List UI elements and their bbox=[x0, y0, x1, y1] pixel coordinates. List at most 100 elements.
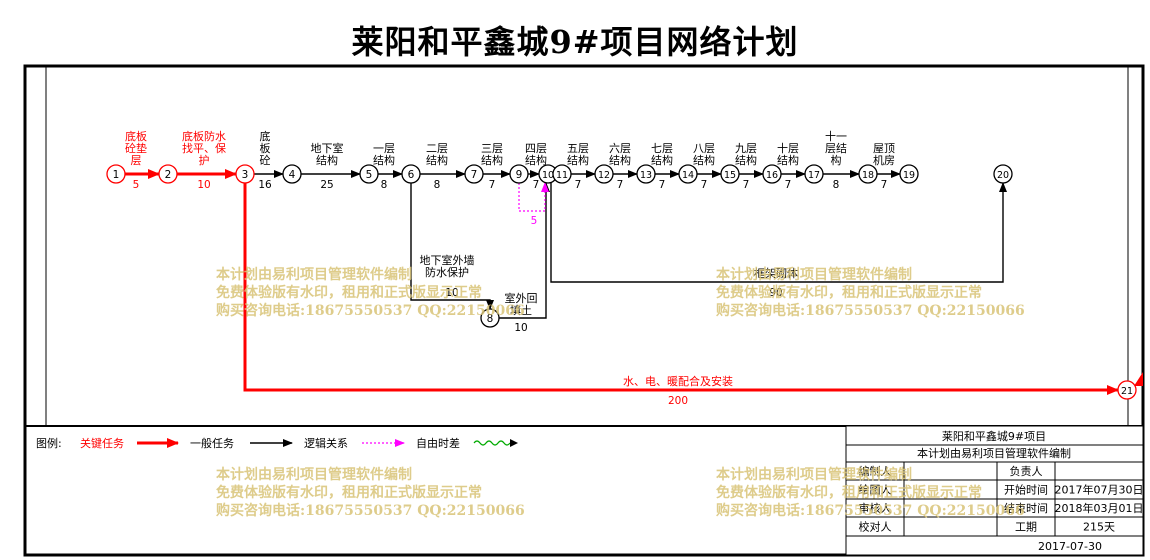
legend: 图例: 关键任务 一般任务 逻辑关系 自由时差 bbox=[36, 436, 518, 450]
task-name: 构 bbox=[831, 153, 842, 167]
task-name: 八层 bbox=[693, 142, 715, 155]
corner-mark bbox=[1134, 372, 1143, 386]
task-duration: 7 bbox=[575, 179, 582, 191]
task-name: 底板防水 bbox=[182, 129, 226, 143]
legend-float-label: 自由时差 bbox=[416, 436, 460, 450]
task-arrow bbox=[499, 182, 550, 319]
task-name: 结构 bbox=[426, 153, 448, 167]
node-label: 17 bbox=[808, 170, 820, 181]
node-label: 14 bbox=[682, 170, 694, 181]
task-name: 结构 bbox=[481, 153, 503, 167]
task-name: 水、电、暖配合及安装 bbox=[623, 374, 733, 388]
task-duration: 10 bbox=[514, 322, 527, 334]
info-cell: 绘图人 bbox=[859, 483, 892, 497]
info-cell: 负责人 bbox=[1010, 464, 1043, 478]
task-name: 五层 bbox=[567, 142, 589, 155]
info-software: 本计划由易利项目管理软件编制 bbox=[917, 446, 1071, 460]
legend-title: 图例: bbox=[36, 436, 62, 450]
task-name: 填土 bbox=[510, 303, 532, 317]
node-label: 11 bbox=[556, 170, 568, 181]
task-name: 九层 bbox=[735, 142, 757, 155]
node-circle bbox=[480, 308, 500, 328]
info-cell: 215天 bbox=[1083, 521, 1115, 534]
task-name: 层结 bbox=[825, 142, 847, 155]
legend-normal-label: 一般任务 bbox=[190, 437, 234, 450]
task-name: 地下室外墙 bbox=[420, 253, 475, 267]
node-label: 8 bbox=[487, 313, 494, 325]
task-duration: 8 bbox=[833, 179, 840, 191]
legend-logic-label: 逻辑关系 bbox=[304, 436, 348, 450]
node-circle bbox=[552, 164, 572, 184]
task-name: 七层 bbox=[651, 142, 673, 155]
task-name: 结构 bbox=[525, 153, 547, 167]
task-name: 六层 bbox=[609, 142, 631, 155]
task-duration: 7 bbox=[785, 179, 792, 191]
node-label: 13 bbox=[640, 170, 652, 181]
task-name: 结构 bbox=[373, 153, 395, 167]
node-circle bbox=[804, 164, 824, 184]
task-name: 结构 bbox=[316, 153, 338, 167]
page-title: 莱阳和平鑫城9#项目网络计划 bbox=[351, 23, 799, 61]
info-project: 莱阳和平鑫城9#项目 bbox=[942, 429, 1046, 443]
node-circle bbox=[235, 164, 255, 184]
node-label: 16 bbox=[766, 170, 778, 181]
task-name: 防水保护 bbox=[425, 265, 469, 279]
task-duration: 90 bbox=[769, 287, 782, 299]
node-circle bbox=[899, 164, 919, 184]
task-duration: 7 bbox=[659, 179, 666, 191]
info-cell: 开始时间 bbox=[1004, 483, 1048, 497]
task-name: 底板 bbox=[125, 129, 147, 143]
info-cell: 编制人 bbox=[859, 464, 892, 478]
node-label: 10 bbox=[542, 170, 554, 181]
task-duration: 200 bbox=[668, 395, 688, 407]
node-label: 5 bbox=[366, 169, 373, 181]
info-cell: 工期 bbox=[1015, 521, 1037, 534]
task-name: 十层 bbox=[777, 141, 799, 155]
task-name: 结构 bbox=[777, 153, 799, 167]
task-name: 结构 bbox=[609, 153, 631, 167]
task-arrow bbox=[410, 183, 494, 310]
task-name: 砼垫 bbox=[125, 141, 147, 155]
task-name: 板 bbox=[260, 141, 271, 155]
task-arrow bbox=[550, 182, 1007, 283]
task-name: 找平、保 bbox=[182, 141, 226, 155]
task-name: 一层 bbox=[373, 142, 395, 155]
node-circle bbox=[858, 164, 878, 184]
legend-wave-line bbox=[473, 440, 511, 446]
task-name: 底 bbox=[260, 129, 271, 143]
task-duration: 25 bbox=[320, 179, 333, 191]
node-label: 18 bbox=[862, 170, 874, 181]
task-name: 护 bbox=[199, 153, 210, 167]
task-name: 结构 bbox=[693, 153, 715, 167]
node-label: 15 bbox=[724, 170, 736, 181]
task-name: 框架砌体 bbox=[754, 266, 798, 280]
task-duration: 7 bbox=[533, 179, 540, 191]
info-cell: 结束时间 bbox=[1004, 502, 1048, 515]
node-circle bbox=[158, 164, 178, 184]
node-circle bbox=[359, 164, 379, 184]
task-duration: 7 bbox=[701, 179, 708, 191]
node-circle bbox=[720, 164, 740, 184]
task-duration: 16 bbox=[258, 179, 272, 191]
free-float-link bbox=[518, 182, 549, 212]
task-name: 层 bbox=[131, 154, 142, 167]
node-label: 4 bbox=[289, 169, 296, 181]
node-circle bbox=[1117, 380, 1137, 400]
task-name: 十一 bbox=[825, 129, 847, 143]
task-duration: 5 bbox=[133, 179, 140, 191]
node-label: 3 bbox=[242, 169, 249, 181]
task-name: 四层 bbox=[525, 142, 547, 155]
info-cell: 2017年07月30日 bbox=[1055, 483, 1144, 497]
task-duration: 7 bbox=[489, 179, 496, 191]
node-circle bbox=[762, 164, 782, 184]
task-name: 砼 bbox=[260, 154, 271, 167]
node-circle bbox=[106, 164, 126, 184]
task-name: 结构 bbox=[651, 153, 673, 167]
node-circle bbox=[282, 164, 302, 184]
info-cell: 2018年03月01日 bbox=[1055, 501, 1144, 515]
node-label: 2 bbox=[165, 169, 172, 181]
outer-frame bbox=[23, 64, 1145, 557]
info-date: 2017-07-30 bbox=[1038, 540, 1102, 553]
